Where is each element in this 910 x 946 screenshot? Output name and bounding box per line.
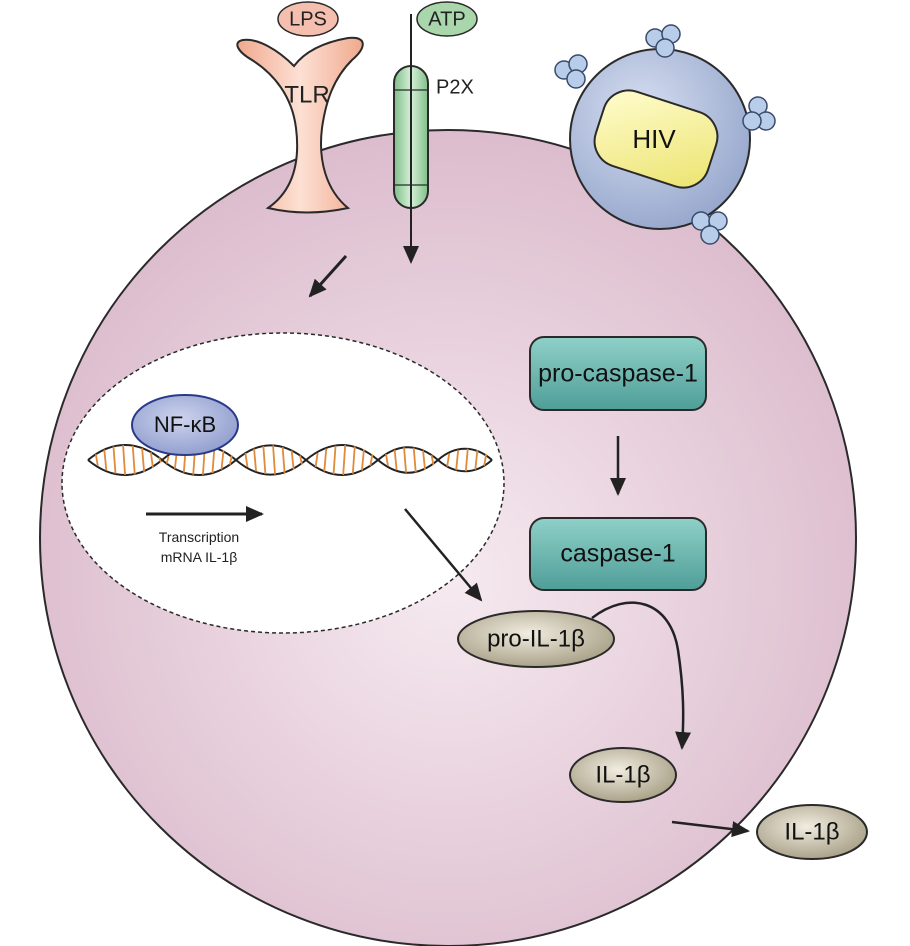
base-pair-rung [94, 454, 99, 466]
base-pair-rung [412, 447, 417, 473]
base-pair-rung [131, 445, 136, 475]
base-pair-rung [385, 453, 389, 467]
base-pair-rung [422, 450, 426, 470]
virus-spike-icon [645, 24, 681, 58]
base-pair-rung [228, 455, 233, 465]
base-pair-rung [253, 448, 257, 472]
atp-ligand: ATP [416, 1, 478, 37]
base-pair-rung [474, 450, 479, 470]
caspase-1-box: caspase-1 [529, 517, 707, 591]
tlr-label: TLR [284, 81, 329, 108]
lps-ligand: LPS [277, 1, 339, 37]
base-pair-rung [150, 452, 154, 468]
virus-spike-icon [691, 211, 728, 245]
base-pairs [94, 444, 488, 476]
base-pair-rung [323, 448, 328, 472]
base-pair-rung [290, 450, 295, 470]
base-pair-rung [369, 454, 374, 466]
hiv-label: HIV [632, 124, 676, 154]
base-pair-rung [141, 448, 146, 472]
pro-caspase-1-box: pro-caspase-1 [529, 336, 707, 411]
tlr-receptor-icon: TLR [236, 36, 364, 214]
atp-label: ATP [428, 8, 465, 30]
base-pair-rung [464, 448, 469, 472]
base-pair-rung [103, 449, 108, 471]
base-pair-rung [211, 446, 216, 474]
secretion-arrow [671, 820, 750, 838]
base-pair-rung [165, 456, 170, 464]
base-pair-rung [455, 449, 460, 471]
caspase-1-label: caspase-1 [560, 540, 675, 568]
base-pair-rung [220, 450, 225, 470]
base-pair-rung [122, 444, 126, 476]
pro-caspase-1-label: pro-caspase-1 [538, 360, 698, 388]
base-pair-rung [430, 454, 435, 466]
dna-helix-icon [87, 444, 493, 476]
p2x-label: P2X [436, 76, 474, 98]
base-pair-rung [403, 447, 407, 473]
base-pair-rung [314, 452, 319, 468]
transcription-label: Transcription [159, 529, 239, 545]
base-pair-rung [361, 449, 365, 471]
nfkb-label: NF-κB [154, 412, 216, 437]
virus-core [593, 89, 719, 189]
base-pair-rung [272, 445, 276, 475]
base-pair-rung [112, 446, 117, 474]
base-pair-rung [158, 457, 162, 463]
nucleus [61, 332, 505, 634]
mrna-label: mRNA IL-1β [161, 549, 238, 565]
cleavage-arrow [591, 601, 692, 750]
base-pair-rung [281, 446, 286, 474]
lps-label: LPS [289, 8, 327, 30]
export-arrow [404, 508, 483, 602]
pro-il1b: pro-IL-1β [457, 610, 615, 668]
base-pair-rung [299, 455, 303, 465]
base-pair-rung [262, 445, 267, 475]
base-pair-rung [393, 449, 398, 471]
il1b-secreted: IL-1β [756, 804, 868, 860]
base-pair-rung [342, 444, 347, 476]
virus-spike-icon [742, 96, 776, 131]
base-pair-rung [332, 445, 337, 475]
base-pair-rung [244, 452, 249, 468]
pro-il1b-label: pro-IL-1β [487, 625, 585, 652]
virus-spike-icon [554, 54, 588, 89]
tlr-signal-arrow [308, 254, 348, 298]
hiv-virus-icon: HIV [554, 24, 776, 245]
nfkb-complex: NF-κB [131, 394, 239, 456]
base-pair-rung [483, 454, 488, 466]
base-pair-rung [446, 453, 451, 467]
base-pair-rung [351, 446, 356, 474]
il1b-intracellular: IL-1β [569, 747, 677, 803]
il1b-inside-label: IL-1β [595, 761, 650, 788]
il1b-outside-label: IL-1β [784, 818, 839, 845]
